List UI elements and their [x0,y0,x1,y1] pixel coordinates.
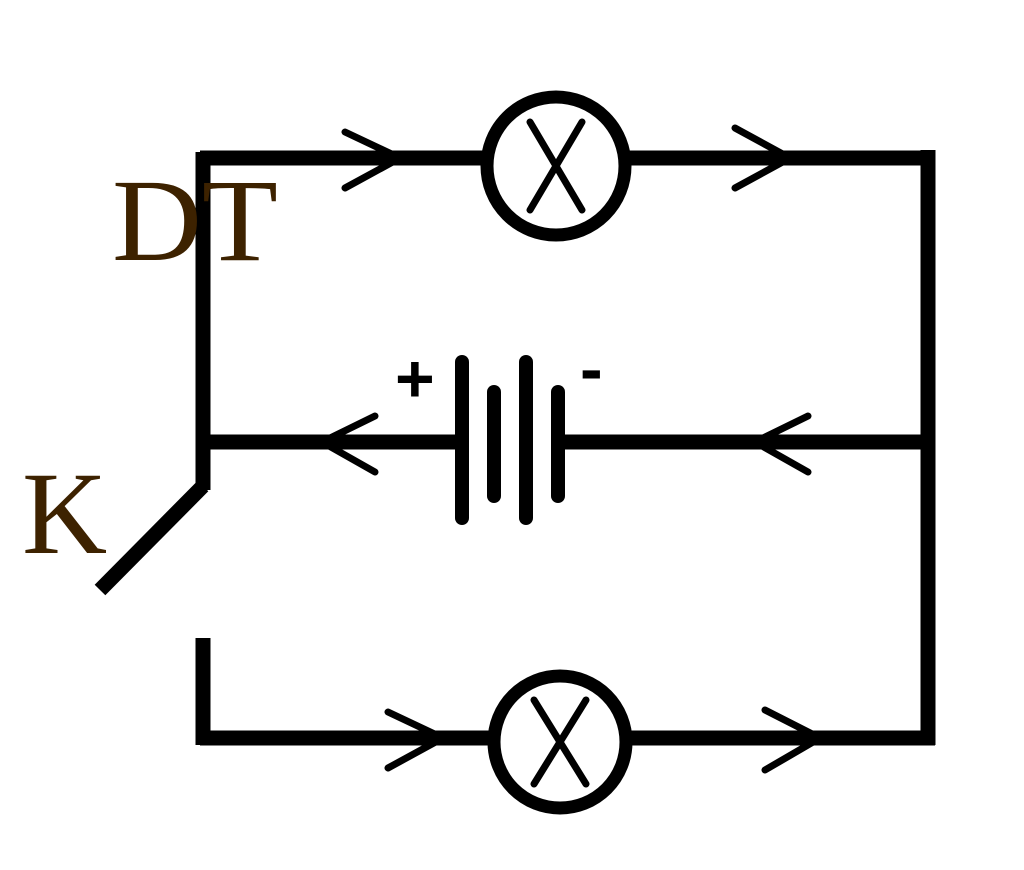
battery-positive-label: + [395,341,435,417]
arrow-middle-right-icon [747,412,812,476]
switch-blade [94,480,209,596]
lower-lamp [487,669,633,815]
upper-lamp-cross-b [526,118,586,214]
arrow-bottom-left-icon [384,708,451,772]
arrow-top-left-icon [341,128,408,192]
lamp-group-label: DT [112,155,278,286]
arrow-top-right-icon [731,124,798,192]
battery-icon [455,355,565,525]
arrow-middle-left-icon [314,412,379,476]
arrow-bottom-right-icon [761,706,828,774]
lower-lamp-cross-b [530,696,590,788]
upper-lamp [480,90,632,242]
current-arrows [314,124,828,774]
battery-negative-label: - [580,331,603,407]
switch-label: K [22,448,107,579]
